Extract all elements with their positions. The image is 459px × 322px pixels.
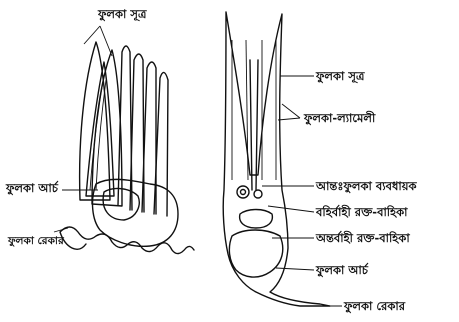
right-label-gill-arch: ফুলকা আর্চ <box>315 262 369 278</box>
left-label-gill-raker: ফুলকা রেকার <box>7 235 65 248</box>
left-gill-diagram <box>60 42 194 254</box>
right-gill-arch-body <box>229 230 282 277</box>
left-background-filaments <box>118 46 168 216</box>
right-gill-diagram <box>223 12 330 306</box>
right-label-afferent-vessel: অন্তর্বাহী রক্ত-বাহিকা <box>315 230 410 245</box>
right-label-gill-raker: ফুলকা রেকার <box>343 299 406 315</box>
left-label-gill-filament: ফুলকা সূত্র <box>97 7 148 23</box>
left-label-gill-arch: ফুলকা আর্চ <box>5 180 59 196</box>
right-label-efferent-vessel: বহির্বাহী রক্ত-বাহিকা <box>315 204 408 219</box>
right-label-gill-filament: ফুলকা সূত্র <box>315 69 366 85</box>
right-label-interbranchial-septum: আন্তঃফুলকা ব্যবধায়ক <box>315 179 418 195</box>
right-outer-outline <box>223 12 330 306</box>
right-label-gill-lamellae: ফুলকা-ল্যামেলী <box>303 110 376 127</box>
right-gill-lamellae-pattern <box>232 40 276 180</box>
